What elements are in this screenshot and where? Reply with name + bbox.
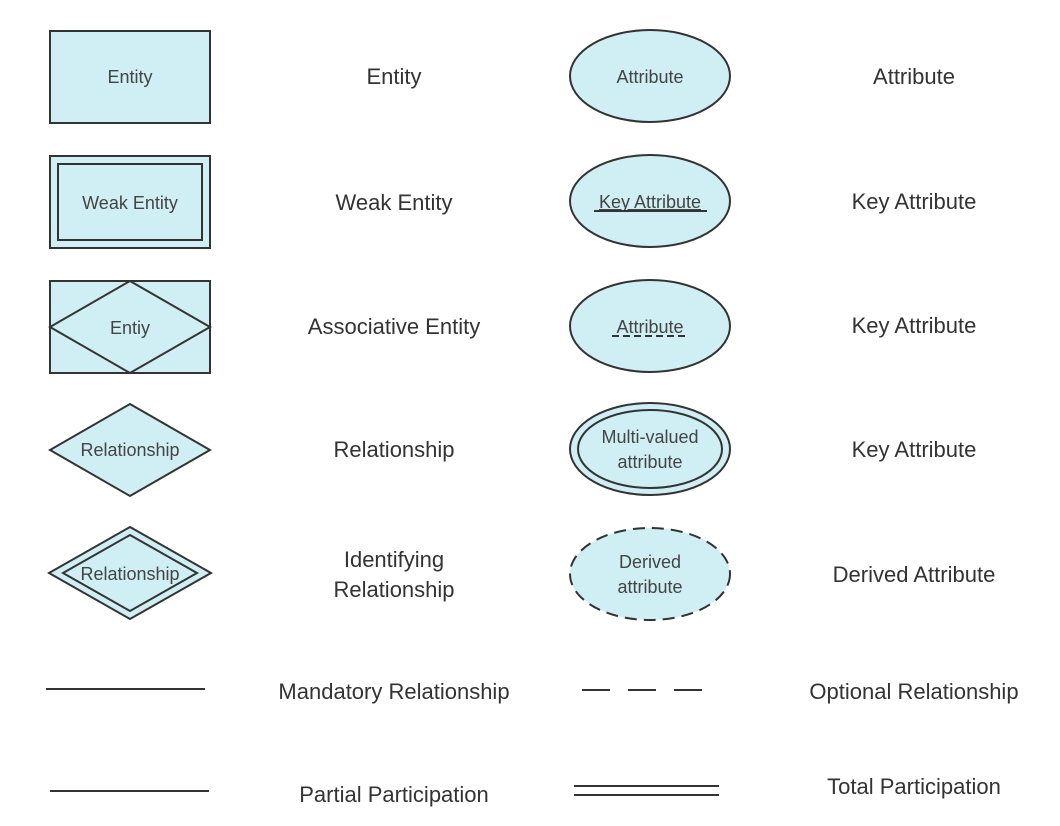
identifying-relationship-label-line1: Identifying [344,547,444,572]
multivalued-attribute-symbol-text-line2: attribute [617,452,682,472]
attribute-label: Attribute [873,64,955,89]
entity-symbol: Entity [49,30,211,124]
attribute-symbol: Attribute [569,29,731,123]
total-participation-label: Total Participation [827,774,1001,799]
associative-entity-symbol-text: Entiy [110,318,150,338]
partial-key-attribute-symbol: Attribute [569,279,731,373]
total-participation-lines [574,785,719,796]
key-attribute-symbol: Key Attribute [569,154,731,248]
derived-attribute-symbol: Derived attribute [569,527,731,621]
identifying-relationship-symbol-text: Relationship [80,564,179,584]
derived-attribute-label: Derived Attribute [833,562,996,587]
identifying-relationship-symbol: Relationship [46,525,214,621]
derived-attribute-symbol-text-line1: Derived [619,552,681,572]
partial-key-attribute-symbol-text: Attribute [616,317,683,337]
multivalued-attribute-symbol-text-line1: Multi-valued [601,427,698,447]
relationship-label: Relationship [333,437,454,462]
derived-attribute-symbol-text-line2: attribute [617,577,682,597]
key-attribute-symbol-text: Key Attribute [599,192,701,212]
entity-symbol-text: Entity [107,67,152,87]
weak-entity-symbol: Weak Entity [49,155,211,249]
associative-entity-label: Associative Entity [308,314,480,339]
identifying-relationship-label-line2: Relationship [333,577,454,602]
weak-entity-label: Weak Entity [336,190,453,215]
weak-entity-symbol-text: Weak Entity [82,193,178,213]
entity-label: Entity [366,64,421,89]
partial-key-attribute-label: Key Attribute [852,313,977,338]
partial-participation-label: Partial Participation [299,782,489,807]
mandatory-relationship-label: Mandatory Relationship [278,679,509,704]
optional-relationship-label: Optional Relationship [809,679,1018,704]
relationship-symbol-text: Relationship [80,440,179,460]
relationship-symbol: Relationship [47,402,213,498]
key-attribute-label: Key Attribute [852,189,977,214]
multivalued-attribute-label: Key Attribute [852,437,977,462]
multivalued-attribute-symbol: Multi-valued attribute [569,402,731,496]
associative-entity-symbol: Entiy [47,279,213,375]
attribute-symbol-text: Attribute [616,67,683,87]
